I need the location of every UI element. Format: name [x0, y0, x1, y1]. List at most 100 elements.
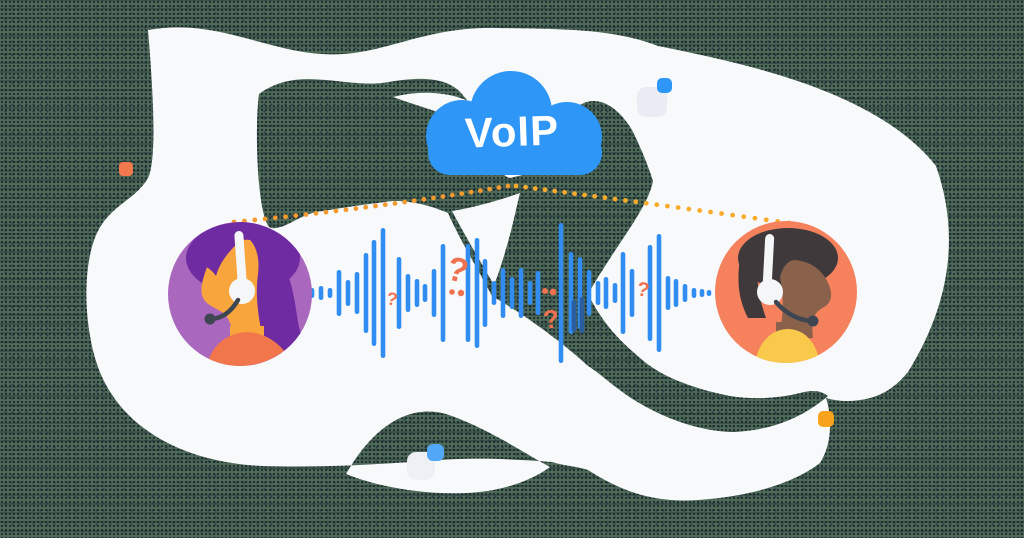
waveform-bar	[527, 281, 533, 305]
waveform-bar	[380, 228, 386, 358]
link-dot	[741, 214, 747, 220]
caller-right-earcup	[757, 279, 783, 305]
link-dot	[697, 208, 703, 213]
question-mark: ?	[635, 278, 651, 302]
cloud-label: VoIP	[464, 106, 560, 156]
link-dot	[542, 187, 548, 193]
caller-left-earcup	[229, 278, 255, 304]
waveform-bar	[620, 252, 626, 334]
gray-square-bottom	[407, 452, 435, 480]
link-dot	[752, 215, 758, 221]
waveform-bar	[422, 284, 428, 302]
waveform-bar	[682, 284, 688, 302]
gray-square-top-right	[637, 87, 667, 117]
noise-dot	[457, 289, 465, 297]
link-dot	[708, 209, 713, 215]
link-dot	[333, 208, 339, 214]
link-dot	[323, 209, 329, 215]
waveform-bar	[465, 244, 471, 342]
waveform-bar	[482, 259, 488, 327]
link-dot	[382, 202, 388, 208]
link-dot	[763, 217, 769, 223]
caller-left-headband	[234, 231, 247, 285]
link-dot	[468, 189, 474, 195]
link-dot	[719, 211, 724, 216]
waveform-bar	[363, 253, 369, 333]
link-dot	[523, 184, 528, 190]
waveform-bar	[396, 257, 402, 329]
waveform-bar	[595, 281, 601, 305]
cloud-body	[428, 130, 602, 175]
noise-dot	[542, 288, 548, 294]
waveform-bar	[673, 279, 679, 307]
audio-waveform	[309, 223, 712, 363]
caller-right-mic-tip	[807, 315, 819, 327]
blue-square-bottom	[427, 444, 444, 461]
link-dot	[363, 204, 369, 210]
dotted-link-right	[513, 183, 792, 226]
link-dot	[582, 192, 587, 198]
waveform-bar	[603, 277, 609, 309]
link-dot	[430, 195, 436, 201]
link-dot	[283, 214, 288, 220]
noise-dot	[549, 288, 557, 296]
link-dot	[730, 212, 736, 218]
waveform-bar	[318, 286, 324, 300]
white-blob-shape	[86, 27, 949, 501]
link-dot	[592, 193, 598, 199]
link-dot	[505, 183, 511, 189]
waveform-bar	[414, 279, 420, 307]
dotted-link-left	[231, 183, 511, 225]
caller-left-hair-front	[204, 239, 242, 276]
link-dot	[353, 206, 359, 211]
waveform-bar	[431, 269, 437, 317]
link-dot	[343, 207, 349, 213]
caller-left-mic-tip	[204, 313, 216, 325]
link-dot	[262, 216, 268, 222]
link-dot	[612, 196, 618, 202]
link-dot	[392, 200, 398, 206]
caller-left-avatar	[168, 222, 312, 366]
orange-square-left	[119, 162, 133, 176]
cloud-shape	[426, 71, 602, 175]
caller-right-hair-back	[738, 258, 766, 318]
waveform-bar	[699, 289, 705, 297]
decor-squares	[119, 78, 834, 480]
link-dot	[440, 194, 446, 199]
waveform-bar	[586, 270, 592, 316]
link-dot	[643, 200, 649, 206]
link-dot	[686, 206, 692, 212]
link-dot	[421, 196, 427, 202]
link-dot	[252, 217, 258, 223]
link-dot	[449, 192, 455, 198]
voip-cloud: VoIP	[426, 71, 602, 175]
link-dot	[293, 213, 299, 219]
waveform-bar	[665, 276, 671, 310]
link-dot	[562, 189, 568, 195]
noise-dot	[449, 289, 455, 295]
waveform-bar	[558, 223, 564, 363]
link-dot	[411, 198, 417, 204]
waveform-bar	[354, 272, 360, 314]
link-dot	[622, 198, 628, 203]
waveform-accent-bar	[571, 300, 577, 332]
amber-square-bottom-right	[818, 411, 834, 427]
caller-right-shirt	[754, 329, 821, 363]
link-dot	[552, 188, 558, 194]
caller-right-headband	[762, 234, 775, 288]
link-dot	[313, 210, 319, 216]
caller-right-face	[778, 260, 832, 340]
waveform-bar	[405, 274, 411, 312]
waveform-bar	[474, 238, 480, 348]
waveform-bar	[336, 270, 342, 316]
link-dot	[572, 191, 577, 197]
link-dot	[602, 195, 608, 201]
waveform-bar	[500, 268, 506, 318]
link-dot	[459, 191, 465, 197]
waveform-accent-bar	[579, 297, 585, 333]
link-dot	[675, 205, 681, 210]
link-dot	[496, 185, 502, 190]
waveform-bar	[647, 245, 653, 341]
link-dot	[373, 203, 378, 209]
